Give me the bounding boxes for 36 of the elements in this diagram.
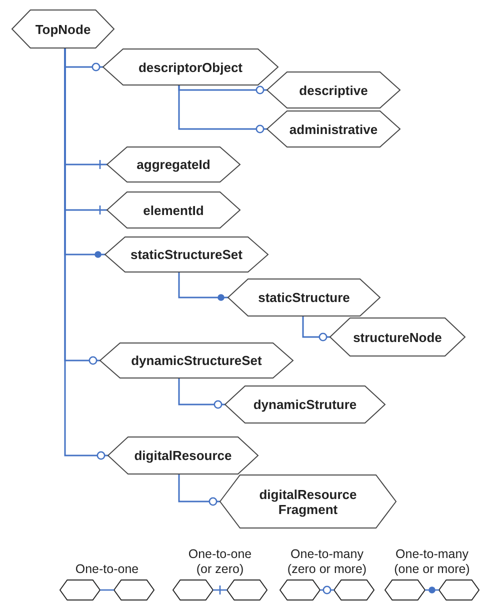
node-label: staticStructureSet [130, 247, 244, 262]
hexagon-node [267, 72, 400, 108]
connector-line [178, 272, 228, 301]
connector-line [178, 85, 267, 94]
node-label: dynamicStructureSet [130, 353, 263, 368]
node-label: administrative [288, 122, 379, 136]
hexagon-node [107, 192, 240, 228]
legend-text: One-to-many (zero or more) [286, 547, 368, 577]
node-label: TopNode [34, 22, 92, 36]
hexagon-node [225, 386, 385, 423]
hexagon-node [105, 237, 268, 272]
legend-text: One-to-one (or zero) [187, 547, 253, 577]
node-label: descriptive [298, 82, 369, 98]
hexagon-node [228, 279, 380, 316]
hexagon-node [267, 111, 400, 147]
node-label: descriptorObject [137, 60, 244, 74]
node-label: dynamicStruture [252, 397, 358, 412]
connector-line [178, 85, 267, 134]
hexagon-node [100, 343, 293, 378]
hexagon-node [330, 318, 465, 356]
hexagon-node [108, 437, 258, 474]
node-label: structureNode [352, 330, 443, 344]
hexagon-node [107, 147, 240, 182]
hexagon-node [12, 10, 114, 48]
connector-line [178, 474, 220, 506]
connector-line [302, 316, 330, 342]
node-label: aggregateId [136, 157, 212, 172]
node-label: digitalResource [133, 448, 233, 463]
hexagon-node [103, 49, 278, 85]
node-label: elementId [142, 202, 205, 218]
connector-line [178, 378, 225, 409]
hexagon-node [220, 475, 396, 528]
legend-text: One-to-many (one or more) [393, 547, 471, 577]
node-label: staticStructure [257, 290, 351, 305]
node-label: digitalResource Fragment [258, 486, 358, 516]
legend-text: One-to-one [74, 562, 140, 577]
